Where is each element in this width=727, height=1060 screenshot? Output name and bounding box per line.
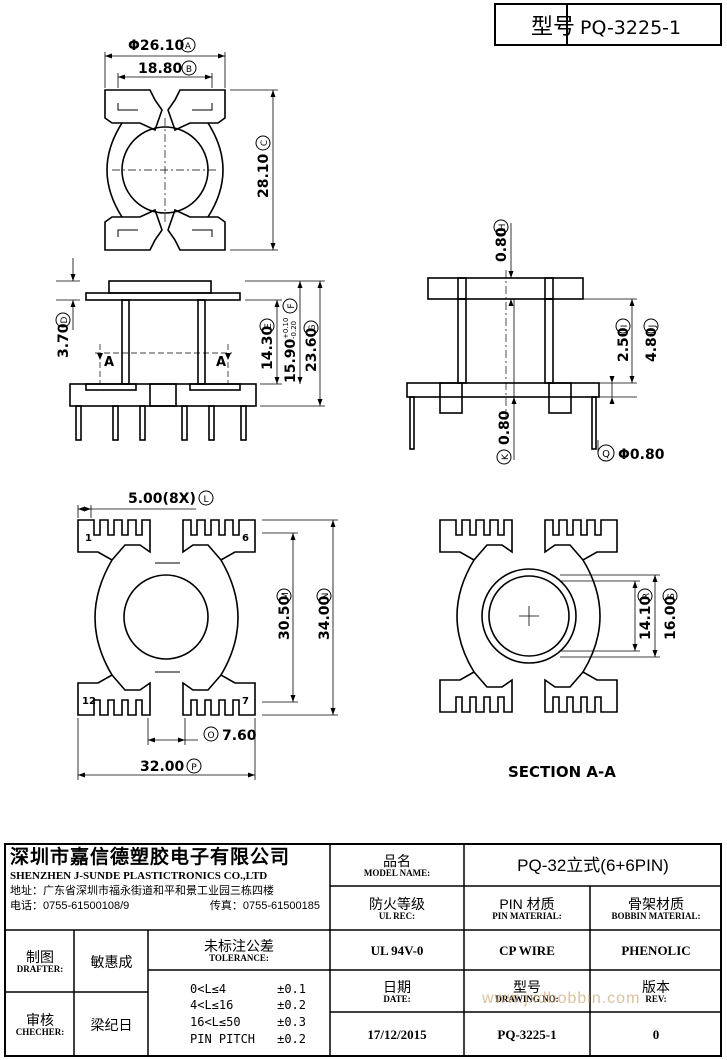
fire-rating-value: UL 94V-0 — [370, 943, 424, 959]
header-model-box — [494, 3, 722, 46]
circle-h: H — [498, 224, 508, 231]
dim-j: 4.80 — [644, 327, 660, 362]
company-name-cn: 深圳市嘉信德塑胶电子有限公司 — [10, 847, 291, 868]
dim-m: 30.50 — [277, 595, 293, 640]
dim-o: 7.60 — [222, 728, 257, 744]
dim-k: 0.80 — [497, 410, 513, 445]
dim-l: 5.00(8X) — [128, 491, 196, 507]
dim-g: 23.60 — [304, 327, 320, 372]
header-model-value: PQ-3225-1 — [580, 17, 681, 39]
circle-m: M — [281, 592, 291, 600]
dim-e: 14.30 — [260, 325, 276, 370]
bobbin-material-value: PHENOLIC — [621, 943, 691, 959]
dim-f: 15.90 — [283, 338, 299, 383]
circle-s: S — [667, 593, 677, 599]
dim-r: 14.10 — [638, 595, 654, 640]
circle-a: A — [185, 42, 192, 52]
dim-d: 3.70 — [56, 323, 72, 358]
engineering-drawing: 型号 PQ-3225-1 Φ26.10 A 18.80 B 28.10 C 3.… — [55, 3, 722, 781]
dim-q: Φ0.80 — [618, 447, 665, 463]
title-block-grid — [4, 843, 722, 1057]
circle-b: B — [186, 65, 192, 75]
tolerance-row: 16<L≤50±0.3 — [190, 1015, 306, 1029]
section-caption: SECTION A-A — [508, 763, 616, 781]
pin-12-label: 12 — [82, 696, 96, 707]
circle-k: K — [501, 453, 511, 460]
circle-e: E — [264, 323, 274, 329]
pin-material-label: PIN 材质 PIN MATERIAL: — [492, 895, 562, 921]
section-mark-right: A — [216, 355, 226, 370]
date-value: 17/12/2015 — [367, 1027, 427, 1043]
dim-a: Φ26.10 — [128, 38, 184, 54]
tolerance-row: 0<L≤4±0.1 — [190, 981, 306, 996]
tolerance-row: PIN PITCH±0.2 — [190, 1031, 306, 1046]
dim-n: 34.00 — [317, 595, 333, 640]
section-view — [439, 519, 618, 713]
drawing-no-value: PQ-3225-1 — [497, 1027, 557, 1043]
model-name-label: 品名 MODEL NAME: — [363, 852, 431, 878]
bottom-view — [77, 519, 256, 716]
dim-i: 2.50 — [616, 327, 632, 362]
title-block: 深圳市嘉信德塑胶电子有限公司 SHENZHEN J-SUNDE PLASTICT… — [0, 842, 727, 1060]
dim-b: 18.80 — [138, 61, 183, 77]
header-model-label: 型号 — [531, 15, 575, 40]
company-block: 深圳市嘉信德塑胶电子有限公司 SHENZHEN J-SUNDE PLASTICT… — [10, 848, 326, 928]
pin-1-label: 1 — [85, 533, 92, 544]
front-view — [69, 280, 257, 441]
model-name-value: PQ-32立式(6+6PIN) — [517, 856, 669, 876]
watermark: www.jxdbobbin.com — [482, 990, 641, 1007]
company-name-en: SHENZHEN J-SUNDE PLASTICTRONICS CO.,LTD — [10, 869, 268, 882]
circle-g: G — [308, 324, 318, 331]
company-fax: 传真：0755-61500185 — [209, 900, 320, 913]
company-address: 地址：广东省深圳市福永街道和平和景工业园三栋四楼 — [10, 885, 274, 898]
circle-j: J — [648, 325, 658, 329]
date-label: 日期 DATE: — [383, 978, 411, 1004]
checker-value: 梁纪日 — [90, 1016, 133, 1033]
circle-o: O — [207, 731, 214, 741]
dim-f-tol-minus: -0.20 — [290, 321, 298, 339]
tolerance-table: 0<L≤4±0.1 4<L≤16±0.2 16<L≤50±0.3 PIN PIT… — [150, 972, 328, 1056]
pin-6-label: 6 — [242, 533, 249, 544]
dim-c: 28.10 — [256, 153, 272, 198]
fire-rating-label: 防火等级 UL REC: — [369, 895, 425, 921]
rev-value: 0 — [652, 1027, 660, 1043]
bobbin-material-label: 骨架材质 BOBBIN MATERIAL: — [611, 895, 701, 921]
rev-label: 版本 REV: — [642, 978, 670, 1004]
company-phone: 电话：0755-61500108/9 — [10, 900, 130, 913]
drafter-label: 制图 DRAFTER: — [16, 948, 64, 974]
tolerance-header: 未标注公差 TOLERANCE: — [204, 937, 274, 963]
circle-r: R — [642, 593, 652, 599]
dim-h: 0.80 — [494, 227, 510, 262]
dim-s: 16.00 — [663, 595, 679, 640]
circle-d: D — [60, 316, 70, 323]
section-mark-left: A — [104, 355, 114, 370]
pin-material-value: CP WIRE — [499, 943, 555, 959]
drafter-value: 敏惠成 — [90, 953, 133, 970]
tolerance-row: 4<L≤16±0.2 — [190, 998, 306, 1013]
drawing-no-label: 型号 DRAWING NO: — [495, 978, 559, 1004]
circle-l: L — [203, 495, 208, 505]
circle-c: C — [260, 140, 270, 146]
dim-f-tol-plus: +0.10 — [282, 318, 290, 339]
circle-n: N — [321, 593, 331, 600]
checker-label: 审核 CHECHER: — [15, 1011, 65, 1037]
circle-q: Q — [602, 449, 610, 460]
circle-p: P — [191, 763, 197, 773]
circle-f: F — [287, 303, 297, 308]
circle-i: I — [620, 325, 630, 328]
dim-p: 32.00 — [140, 759, 185, 775]
pin-7-label: 7 — [242, 696, 249, 707]
